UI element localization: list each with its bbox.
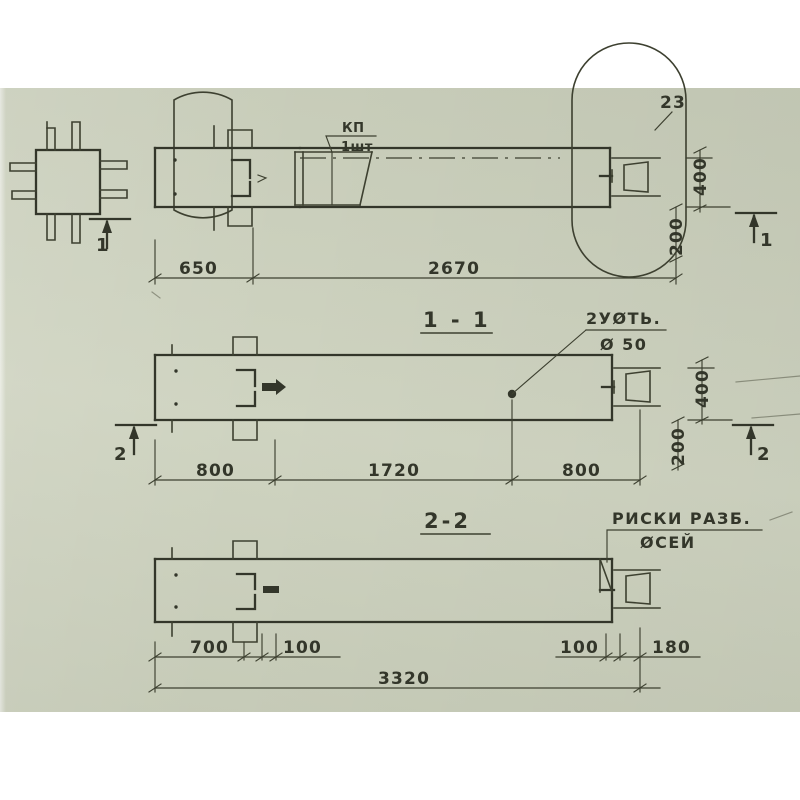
axis-marks-note-line1: РИСКИ РАЗБ. <box>612 509 751 528</box>
cross-section-view: 1 <box>9 121 132 256</box>
section-mark-1-right: 1 <box>760 230 774 251</box>
callout-23: 23 <box>660 93 686 113</box>
kp-note-line2: 1шт <box>341 140 373 155</box>
dim-100-right: 100 <box>560 638 599 658</box>
dim-650: 650 <box>179 259 218 279</box>
dim-1720: 1720 <box>368 461 420 481</box>
axis-marks-note-line2: ØСЕЙ <box>640 533 696 552</box>
holes-note-line2: Ø 50 <box>600 335 647 354</box>
dim-400-top: 400 <box>691 157 711 196</box>
section-1-1-view: 1 - 1 2УØТЬ. Ø 50 <box>114 308 775 486</box>
dim-2670: 2670 <box>428 259 480 279</box>
section-mark-1-left: 1 <box>96 235 110 256</box>
dim-200-mid: 200 <box>669 427 689 466</box>
dim-400-mid: 400 <box>693 369 713 408</box>
dim-100-left: 100 <box>283 638 322 658</box>
scan-artifacts <box>151 291 800 521</box>
section-mark-2-left: 2 <box>114 444 128 465</box>
section-mark-2-right: 2 <box>757 444 771 465</box>
kp-note-line1: КП <box>342 121 365 136</box>
holes-note-line1: 2УØТЬ. <box>586 309 661 328</box>
dim-800-right: 800 <box>562 461 601 481</box>
dim-3320: 3320 <box>378 669 430 689</box>
dim-200-top: 200 <box>667 217 687 256</box>
section-2-2-title: 2-2 <box>424 509 471 533</box>
dim-700: 700 <box>190 638 229 658</box>
dim-800-left: 800 <box>196 461 235 481</box>
paper-left-edge-highlight <box>0 88 6 712</box>
section-1-1-title: 1 - 1 <box>423 308 491 332</box>
dim-180: 180 <box>652 638 691 658</box>
section-2-2-view: 2-2 РИС <box>148 509 763 693</box>
scanned-paper-background <box>0 88 800 712</box>
top-plan-view: КП 1шт 23 1 400 <box>148 42 778 285</box>
